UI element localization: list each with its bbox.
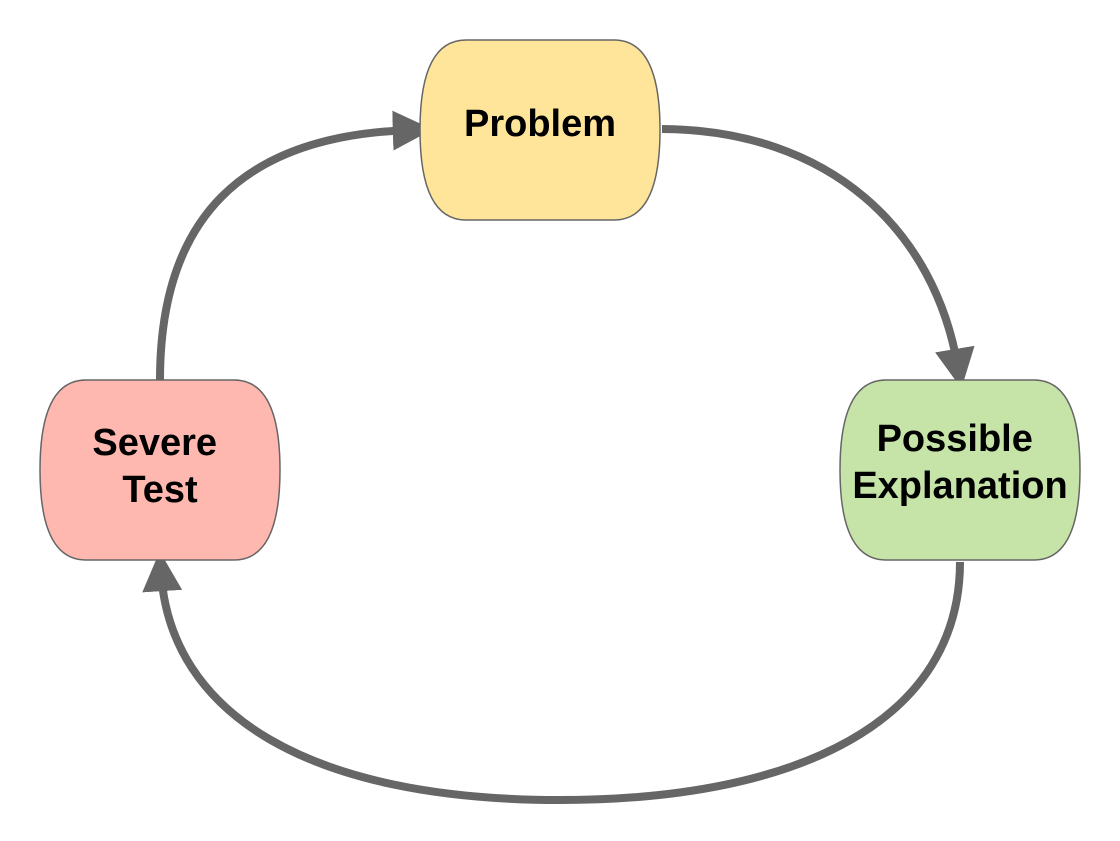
problem-label-line-1: Problem — [464, 103, 616, 145]
problem-label: Problem — [464, 103, 616, 145]
possible-explanation-label: Possible Explanation — [852, 418, 1067, 507]
node-possible-explanation: Possible Explanation — [839, 379, 1081, 561]
node-problem: Problem — [419, 39, 661, 221]
possible-explanation-label-line-2: Explanation — [852, 465, 1067, 507]
severe-test-label-line-1: Severe — [92, 422, 217, 464]
severe-test-label: Severe Test — [92, 422, 227, 511]
node-severe-test: Severe Test — [39, 379, 281, 561]
possible-explanation-label-line-1: Possible — [877, 418, 1033, 460]
arrow-problem-to-explanation — [661, 125, 975, 389]
severe-test-label-line-2: Test — [122, 469, 198, 511]
problem-shape — [419, 39, 661, 221]
severe-test-shape — [39, 379, 281, 561]
arrow-explanation-to-test — [142, 551, 964, 805]
arrow-test-to-problem — [156, 110, 433, 381]
possible-explanation-shape — [839, 379, 1081, 561]
